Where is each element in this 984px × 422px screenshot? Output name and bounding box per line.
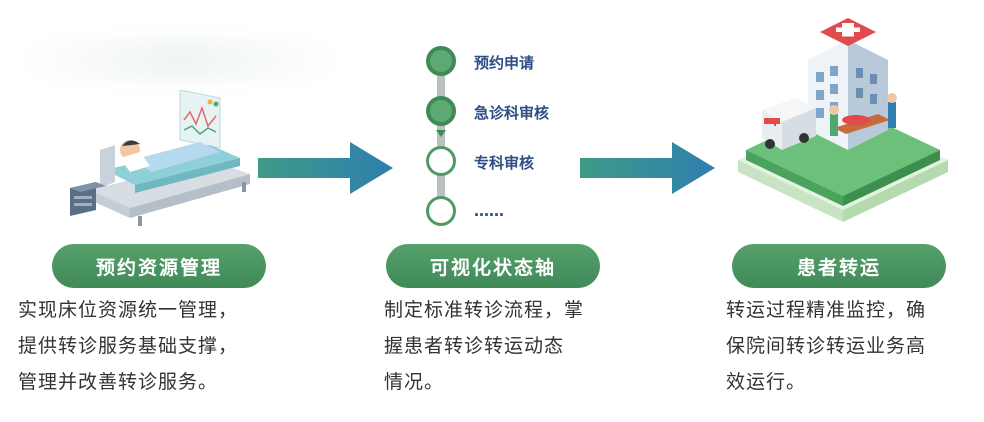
timeline-step-label: 专科审核 <box>474 154 535 172</box>
visual-status-axis-description: 制定标准转诊流程，掌 握患者转诊转运动态 情况。 <box>384 292 684 400</box>
background-haze <box>20 40 340 80</box>
description-line: 转运过程精准监控，确 <box>726 299 927 321</box>
timeline-node-done <box>426 96 456 126</box>
timeline-step-label: …… <box>474 202 504 220</box>
timeline-node-done <box>426 46 456 76</box>
resource-management-description: 实现床位资源统一管理， 提供转诊服务基础支撑， 管理并改善转诊服务。 <box>18 292 328 400</box>
visual-status-axis-title: 可视化状态轴 <box>386 244 600 288</box>
description-line: 制定标准转诊流程，掌 <box>384 299 585 321</box>
timeline-node-pending <box>426 196 456 226</box>
timeline-step-label: 预约申请 <box>474 54 535 72</box>
description-line: 提供转诊服务基础支撑， <box>18 335 239 357</box>
timeline-down-arrow-icon <box>436 130 446 137</box>
resource-management-title: 预约资源管理 <box>52 244 266 288</box>
timeline-step-label: 急诊科审核 <box>474 104 550 122</box>
hospital-bed-illustration <box>70 90 250 226</box>
description-line: 效运行。 <box>726 371 807 393</box>
description-line: 情况。 <box>384 371 445 393</box>
description-line: 保院间转诊转运业务高 <box>726 335 927 357</box>
description-line: 实现床位资源统一管理， <box>18 299 239 321</box>
patient-transfer-description: 转运过程精准监控，确 保院间转诊转运业务高 效运行。 <box>726 292 976 400</box>
arrow-right-icon <box>258 142 393 194</box>
description-line: 管理并改善转诊服务。 <box>18 371 219 393</box>
patient-transfer-title: 患者转运 <box>732 244 946 288</box>
timeline-node-pending <box>426 146 456 176</box>
description-line: 握患者转诊转运动态 <box>384 335 565 357</box>
hospital-transfer-illustration <box>738 18 948 222</box>
arrow-right-icon <box>580 142 715 194</box>
